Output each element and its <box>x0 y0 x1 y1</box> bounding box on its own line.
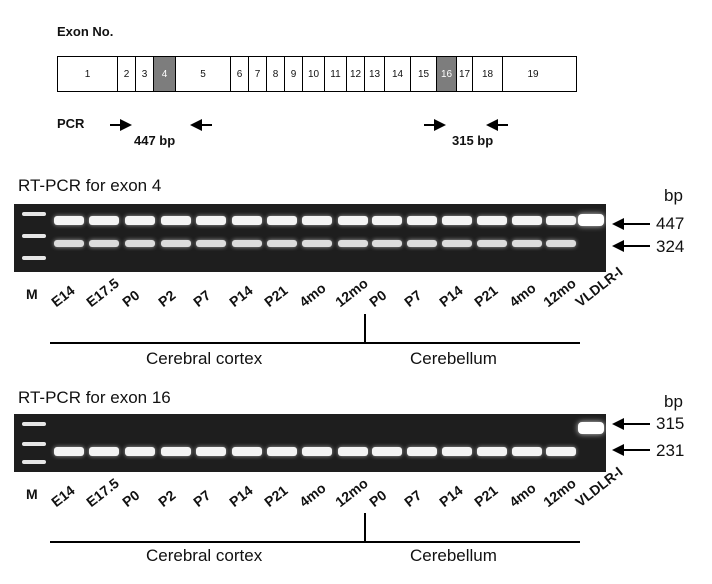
panel-b-band-231: 231 <box>656 441 684 461</box>
gel-band <box>302 447 332 456</box>
gel-band <box>512 447 542 456</box>
panel-b-bp-header: bp <box>664 392 683 412</box>
gel-band <box>302 240 332 247</box>
gel-band <box>196 240 226 247</box>
gel-band <box>267 216 297 225</box>
gel-band <box>161 216 191 225</box>
gel-band <box>372 447 402 456</box>
gel-band <box>196 216 226 225</box>
panel-b-tissue-cerebellum: Cerebellum <box>410 546 497 566</box>
gel-band <box>267 240 297 247</box>
panel-a-band-447: 447 <box>656 214 684 234</box>
gel-band <box>89 447 119 456</box>
panel-a-bp-header: bp <box>664 186 683 206</box>
panel-b-tissue-line <box>50 541 580 543</box>
marker-band <box>22 256 46 260</box>
gel-band <box>546 240 576 247</box>
gel-band <box>372 216 402 225</box>
gel-band <box>442 240 472 247</box>
gel-band <box>54 447 84 456</box>
gel-band <box>407 216 437 225</box>
gel-band <box>161 240 191 247</box>
gel-band <box>196 447 226 456</box>
gel-band <box>372 240 402 247</box>
panel-a-band-324: 324 <box>656 237 684 257</box>
gel-band <box>546 447 576 456</box>
gel-band <box>477 447 507 456</box>
panel-a-tissue-cerebellum: Cerebellum <box>410 349 497 369</box>
gel-band <box>302 216 332 225</box>
gel-band <box>338 240 368 247</box>
gel-band <box>232 447 262 456</box>
gel-band <box>512 216 542 225</box>
panel-a-tissue-line <box>50 342 580 344</box>
marker-band <box>22 234 46 238</box>
gel-band <box>125 240 155 247</box>
panel-b-divider <box>364 513 366 543</box>
marker-band <box>22 422 46 426</box>
gel-band <box>161 447 191 456</box>
gel-band <box>442 216 472 225</box>
gel-band <box>54 216 84 225</box>
gel-band-vldlr <box>578 422 604 434</box>
panel-b-title: RT-PCR for exon 16 <box>18 388 171 408</box>
panel-a-title: RT-PCR for exon 4 <box>18 176 161 196</box>
gel-band <box>89 216 119 225</box>
gel-band <box>442 447 472 456</box>
gel-band <box>477 216 507 225</box>
panel-a-divider <box>364 314 366 344</box>
gel-band <box>477 240 507 247</box>
gel-band <box>512 240 542 247</box>
gel-band <box>125 447 155 456</box>
gel-band <box>125 216 155 225</box>
lane-label-m: M <box>26 286 38 302</box>
gel-band-vldlr <box>578 214 604 226</box>
panel-b-gel <box>14 414 606 472</box>
panel-b-band-315: 315 <box>656 414 684 434</box>
gel-band <box>232 216 262 225</box>
gel-band <box>267 447 297 456</box>
gel-band <box>232 240 262 247</box>
gel-band <box>407 447 437 456</box>
gel-band <box>54 240 84 247</box>
gel-band <box>338 447 368 456</box>
marker-band <box>22 442 46 446</box>
gel-band <box>89 240 119 247</box>
gel-band <box>407 240 437 247</box>
gel-band <box>338 216 368 225</box>
panel-b-tissue-cortex: Cerebral cortex <box>146 546 262 566</box>
marker-band <box>22 212 46 216</box>
gel-band <box>546 216 576 225</box>
lane-label-m: M <box>26 486 38 502</box>
marker-band <box>22 460 46 464</box>
panel-a-gel <box>14 204 606 272</box>
panel-a-tissue-cortex: Cerebral cortex <box>146 349 262 369</box>
